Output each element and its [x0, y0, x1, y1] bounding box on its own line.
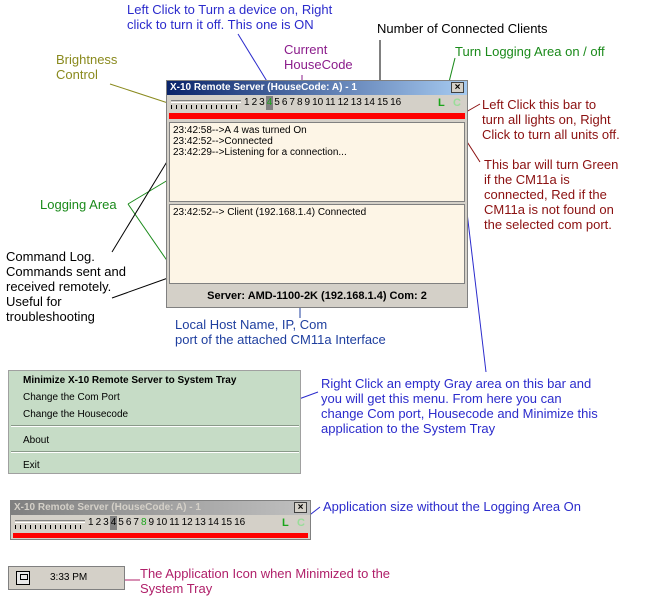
annotation-connected-clients: Number of Connected Clients — [377, 21, 548, 36]
unit-1-button[interactable]: 1 — [88, 517, 94, 528]
unit-2-button[interactable]: 2 — [95, 517, 102, 528]
unit-5-button[interactable]: 5 — [274, 97, 280, 108]
menu-item-about[interactable]: About — [23, 435, 50, 446]
context-menu: Minimize X-10 Remote Server to System Tr… — [8, 370, 301, 474]
annotation-command-log: Command Log. Commands sent and received … — [6, 249, 126, 324]
unit-3-button[interactable]: 3 — [103, 517, 109, 528]
unit-11-button[interactable]: 11 — [169, 517, 180, 528]
unit-13-button[interactable]: 13 — [194, 517, 206, 528]
unit-1-button[interactable]: 1 — [244, 97, 250, 108]
logging-toggle-button[interactable]: L — [282, 517, 289, 529]
menu-item-change-housecode[interactable]: Change the Housecode — [23, 409, 129, 420]
tray-clock: 3:33 PM — [50, 572, 88, 583]
menu-item-exit[interactable]: Exit — [23, 460, 40, 471]
unit-3-button[interactable]: 3 — [259, 97, 265, 108]
main-window: X-10 Remote Server (HouseCode: A) - 1 × … — [166, 80, 468, 308]
annotation-left-click: Left Click to Turn a device on, Right cl… — [127, 2, 333, 32]
unit-buttons: 1 2 3 4 5 6 7 8 9 10 11 12 13 14 15 16 — [87, 516, 246, 530]
clients-indicator: C — [297, 517, 305, 529]
log-entry: 23:42:52--> Client (192.168.1.4) Connect… — [173, 207, 367, 218]
unit-14-button[interactable]: 14 — [207, 517, 219, 528]
unit-8-button[interactable]: 8 — [296, 97, 303, 108]
annotation-app-icon: The Application Icon when Minimized to t… — [140, 566, 391, 596]
unit-14-button[interactable]: 14 — [363, 97, 375, 108]
unit-4-button[interactable]: 4 — [265, 96, 274, 110]
unit-9-button[interactable]: 9 — [148, 517, 155, 528]
command-log: 23:42:58-->A 4 was turned On 23:42:52-->… — [169, 122, 465, 202]
slider-ticks — [15, 525, 85, 529]
unit-15-button[interactable]: 15 — [376, 97, 389, 108]
log-entry: 23:42:29-->Listening for a connection... — [173, 147, 347, 158]
unit-15-button[interactable]: 15 — [220, 517, 233, 528]
annotation-bar-green: This bar will turn Green if the CM11a is… — [484, 157, 619, 232]
unit-16-button[interactable]: 16 — [390, 97, 402, 108]
unit-2-button[interactable]: 2 — [251, 97, 258, 108]
all-units-bar[interactable] — [13, 533, 308, 538]
unit-9-button[interactable]: 9 — [304, 97, 311, 108]
menu-separator — [11, 425, 299, 427]
client-log: 23:42:52--> Client (192.168.1.4) Connect… — [169, 204, 465, 284]
unit-6-button[interactable]: 6 — [125, 517, 132, 528]
unit-buttons: 1 2 3 4 5 6 7 8 9 10 11 12 13 14 15 16 — [243, 96, 402, 110]
annotation-app-size: Application size without the Logging Are… — [323, 499, 582, 514]
title-bar[interactable]: X-10 Remote Server (HouseCode: A) - 1 × — [167, 81, 467, 95]
brightness-slider[interactable] — [171, 97, 241, 110]
annotation-brightness: Brightness Control — [56, 52, 118, 82]
unit-7-button[interactable]: 7 — [289, 97, 295, 108]
window-title: X-10 Remote Server (HouseCode: A) - 1 — [170, 82, 357, 93]
menu-item-change-com-port[interactable]: Change the Com Port — [23, 392, 120, 403]
close-button[interactable]: × — [451, 82, 464, 93]
window-title: X-10 Remote Server (HouseCode: A) - 1 — [14, 502, 201, 513]
status-bar[interactable]: Server: AMD-1100-2K (192.168.1.4) Com: 2 — [207, 290, 427, 302]
floppy-disk-icon[interactable] — [16, 571, 30, 585]
annotation-left-click-bar: Left Click this bar to turn all lights o… — [482, 97, 620, 142]
unit-11-button[interactable]: 11 — [325, 97, 336, 108]
log-entry: 23:42:52-->Connected — [173, 136, 273, 147]
menu-item-minimize[interactable]: Minimize X-10 Remote Server to System Tr… — [23, 375, 237, 386]
unit-12-button[interactable]: 12 — [181, 517, 193, 528]
unit-7-button[interactable]: 7 — [133, 517, 139, 528]
unit-8-button[interactable]: 8 — [140, 517, 147, 528]
unit-10-button[interactable]: 10 — [156, 517, 168, 528]
close-button[interactable]: × — [294, 502, 307, 513]
unit-12-button[interactable]: 12 — [337, 97, 349, 108]
unit-4-button[interactable]: 4 — [109, 516, 118, 530]
annotation-logging-area: Logging Area — [40, 197, 117, 212]
all-units-bar[interactable] — [169, 113, 465, 119]
annotation-local-host: Local Host Name, IP, Com port of the att… — [175, 317, 386, 347]
unit-5-button[interactable]: 5 — [118, 517, 124, 528]
control-bar[interactable]: 1 2 3 4 5 6 7 8 9 10 11 12 13 14 15 16 L… — [11, 515, 310, 532]
control-bar[interactable]: 1 2 3 4 5 6 7 8 9 10 11 12 13 14 15 16 L… — [167, 95, 467, 112]
log-entry: 23:42:58-->A 4 was turned On — [173, 125, 307, 136]
compact-window: X-10 Remote Server (HouseCode: A) - 1 × … — [10, 500, 311, 540]
title-bar[interactable]: X-10 Remote Server (HouseCode: A) - 1 × — [11, 501, 310, 515]
slider-ticks — [171, 105, 241, 109]
unit-16-button[interactable]: 16 — [234, 517, 246, 528]
annotation-housecode: Current HouseCode — [284, 42, 353, 72]
annotation-turn-logging: Turn Logging Area on / off — [455, 44, 605, 59]
unit-10-button[interactable]: 10 — [312, 97, 324, 108]
slider-track — [171, 100, 241, 103]
logging-toggle-button[interactable]: L — [438, 97, 445, 109]
brightness-slider[interactable] — [15, 517, 85, 530]
slider-track — [15, 520, 85, 523]
annotation-right-click: Right Click an empty Gray area on this b… — [321, 376, 598, 436]
system-tray: 3:33 PM — [8, 566, 125, 590]
menu-separator — [11, 451, 299, 453]
unit-6-button[interactable]: 6 — [281, 97, 288, 108]
unit-13-button[interactable]: 13 — [350, 97, 362, 108]
clients-indicator: C — [453, 97, 461, 109]
